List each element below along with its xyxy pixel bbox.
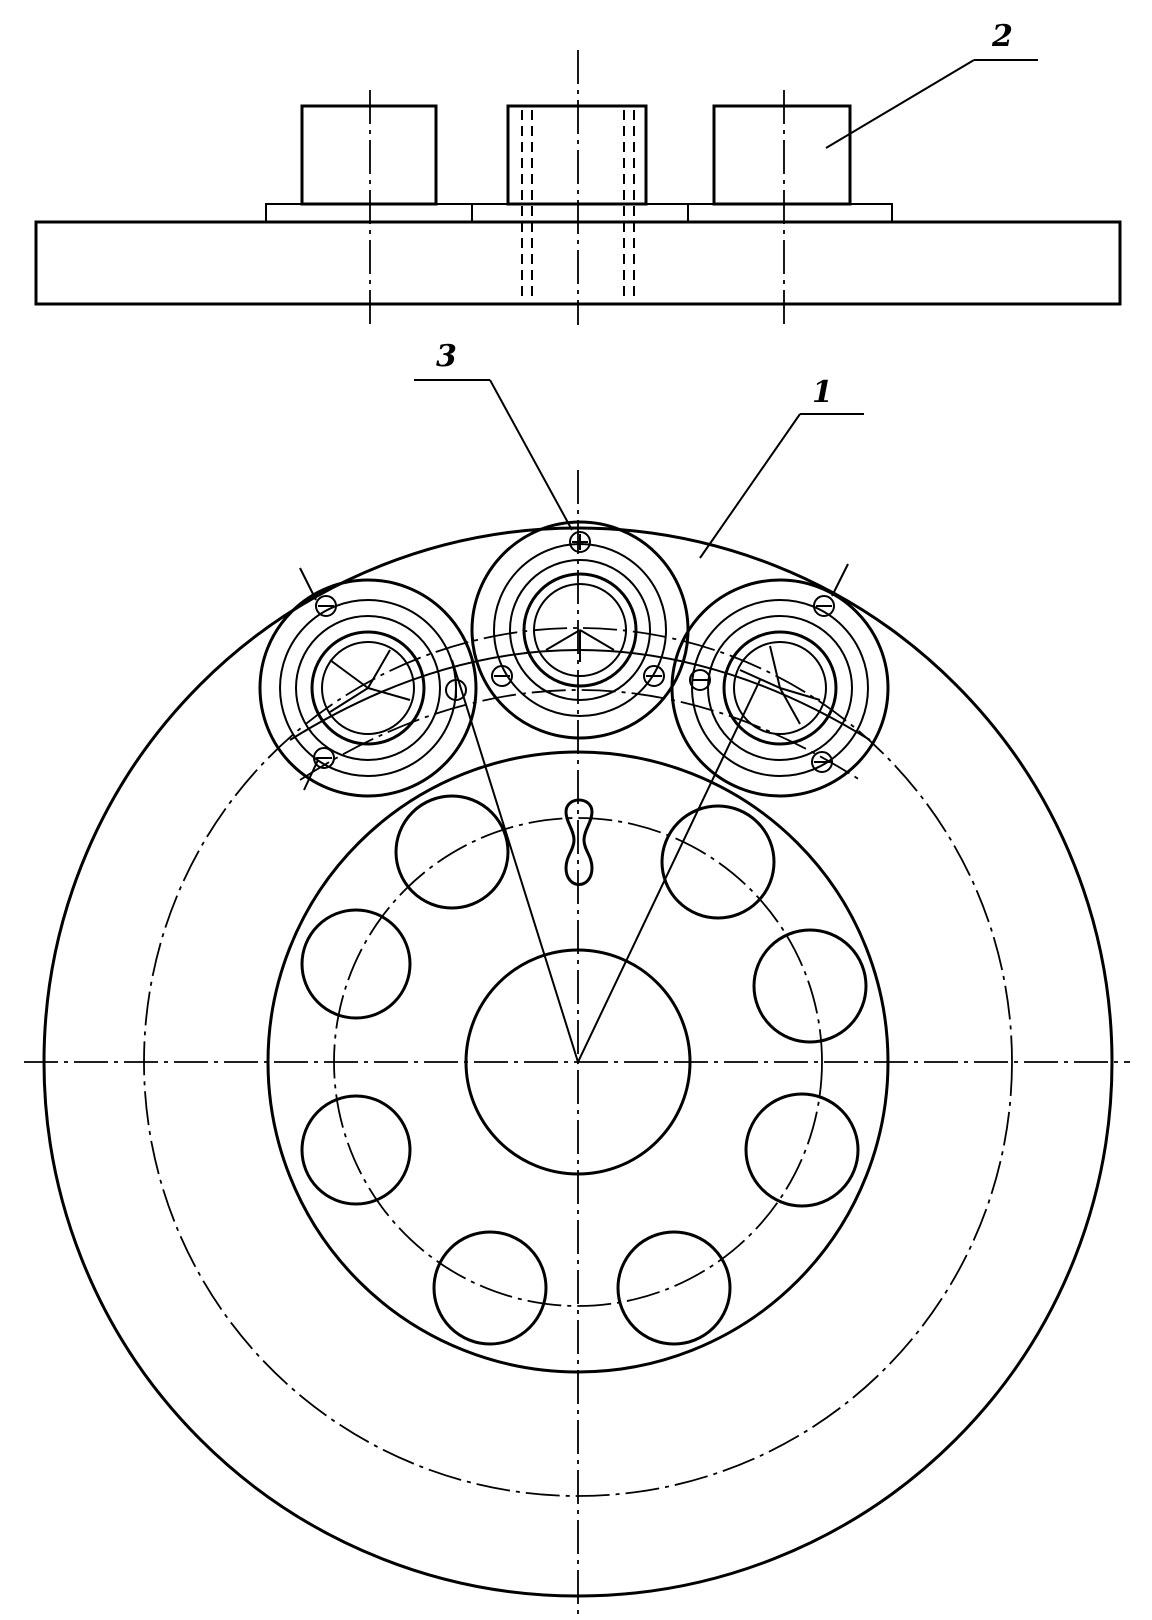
hole: [744, 1092, 860, 1208]
hole: [394, 794, 510, 910]
hole: [300, 1094, 412, 1206]
screw: [569, 531, 591, 553]
screw: [643, 665, 665, 687]
screw: [811, 751, 833, 773]
label-part-2: 2: [991, 19, 1013, 54]
plan-view: 3 1: [24, 339, 1130, 1618]
hole: [432, 1230, 548, 1346]
label-part-1: 1: [812, 375, 833, 410]
die-right: [712, 104, 852, 206]
die-left: [300, 104, 438, 206]
die-center: [506, 104, 648, 206]
hole: [300, 908, 412, 1020]
die-assembly-right: [670, 563, 890, 798]
hole: [616, 1230, 732, 1346]
hole-ring: [300, 794, 868, 1346]
hole: [660, 804, 776, 920]
die-assembly-center: [470, 520, 690, 740]
screw: [813, 595, 835, 617]
leader-2: [825, 59, 975, 149]
screw: [491, 665, 513, 687]
mount-ring-strip: [265, 203, 893, 223]
die-assembly-left: [258, 567, 478, 798]
label-part-3: 3: [436, 339, 457, 374]
die-pitch-arc: [299, 689, 861, 781]
keyhole-slot: [564, 798, 594, 886]
screw: [315, 595, 337, 617]
side-view: 2: [34, 19, 1122, 325]
hole: [752, 928, 868, 1044]
screw: [313, 747, 335, 769]
screw: [689, 669, 711, 691]
screw: [445, 679, 467, 701]
angle-lines: [451, 659, 761, 1065]
